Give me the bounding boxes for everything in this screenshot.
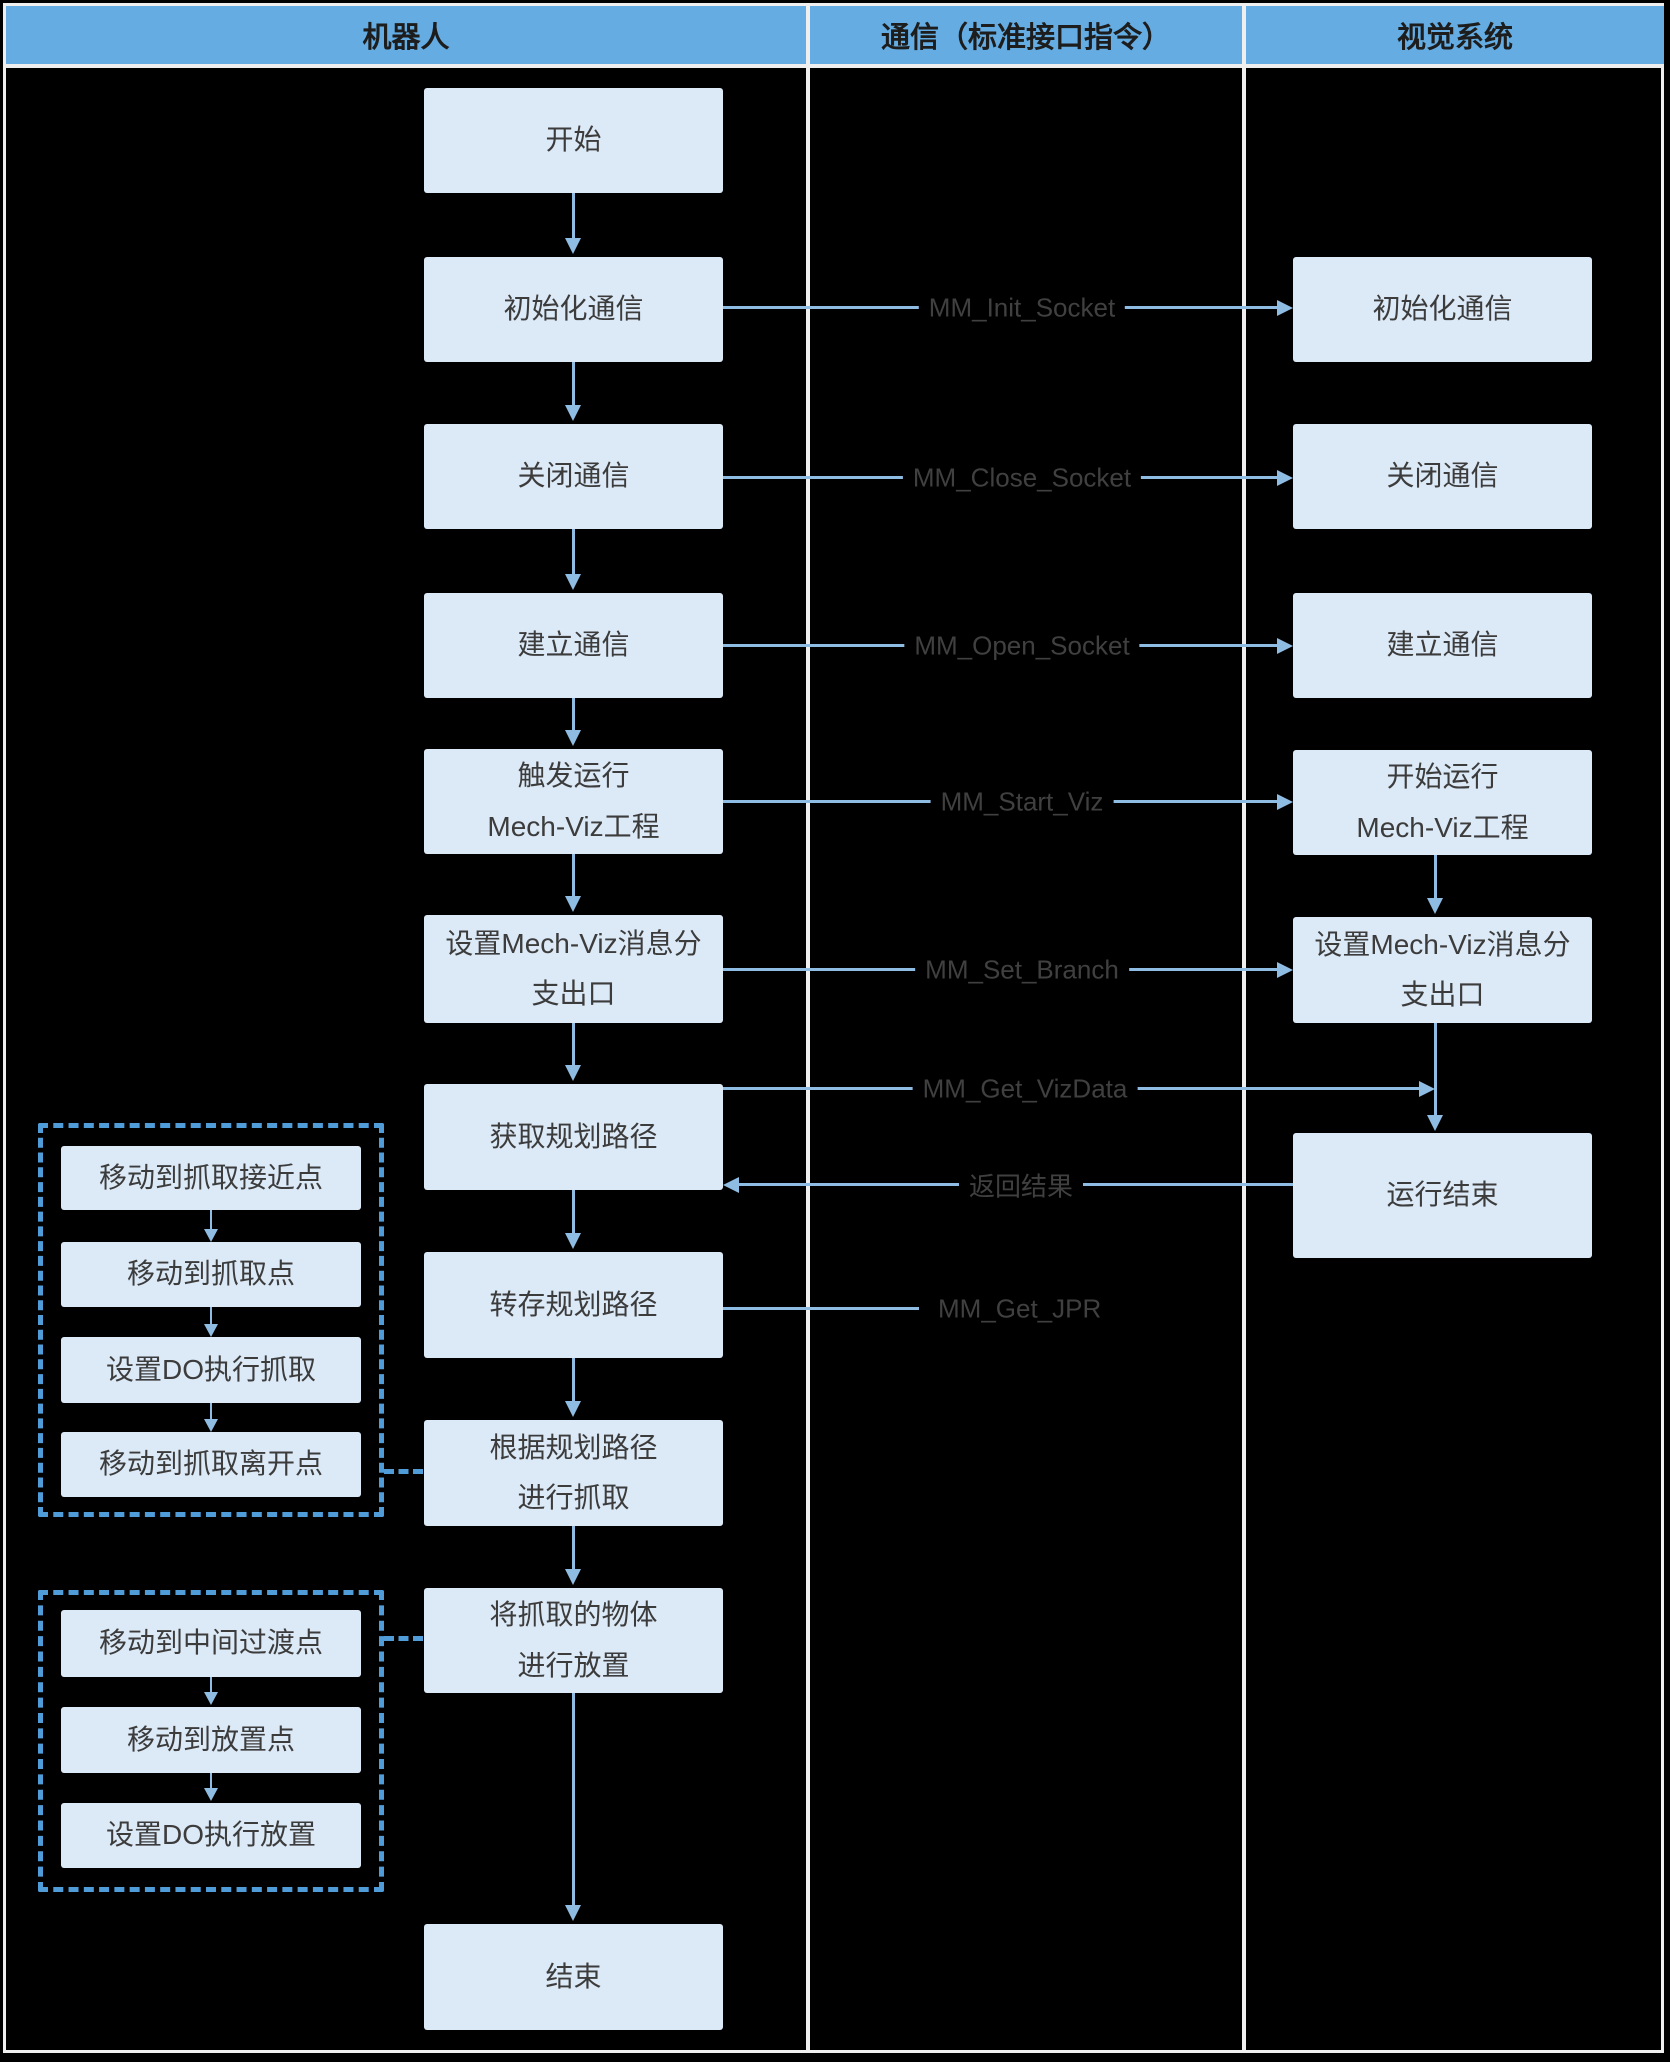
arrow-head-down [204, 1324, 218, 1337]
command-label-get-jpr: MM_Get_JPR [928, 1293, 1112, 1325]
command-label-return-result: 返回结果 [958, 1166, 1084, 1204]
node-vision-init-communication: 初始化通信 [1293, 257, 1592, 362]
node-move-to-pick-point: 移动到抓取点 [61, 1242, 361, 1307]
command-label-start-viz: MM_Start_Viz [930, 786, 1114, 818]
arrow-head-down [1427, 1115, 1443, 1131]
command-label-init-socket: MM_Init_Socket [918, 292, 1126, 324]
arrow-line [1434, 855, 1437, 898]
arrow-line [210, 1210, 212, 1229]
header-label-communication: 通信（标准接口指令） [880, 22, 1171, 54]
arrow-line [572, 1190, 575, 1233]
node-vision-set-branch: 设置Mech-Viz消息分 支出口 [1293, 917, 1592, 1023]
command-label-get-vizdata: MM_Get_VizData [912, 1073, 1138, 1105]
arrow-head-right [1277, 638, 1293, 654]
arrow-line [210, 1403, 212, 1419]
arrow-line [572, 1526, 575, 1569]
node-robot-get-planned-path: 获取规划路径 [424, 1084, 723, 1190]
arrow-line [572, 529, 575, 574]
node-robot-trigger-mechviz: 触发运行 Mech-Viz工程 [424, 749, 723, 854]
arrow-line [210, 1773, 212, 1788]
arrow-head-right [1277, 962, 1293, 978]
node-robot-close-communication: 关闭通信 [424, 424, 723, 529]
arrow-head-right [1419, 1081, 1435, 1097]
arrow-line [572, 1693, 575, 1905]
header-cell-communication: 通信（标准接口指令） [810, 6, 1242, 64]
arrow-head-down [565, 1401, 581, 1417]
arrow-head-down [204, 1229, 218, 1242]
arrow-head-down [204, 1692, 218, 1705]
command-label-set-branch: MM_Set_Branch [915, 954, 1129, 986]
arrow-line [572, 193, 575, 238]
arrow-line [572, 698, 575, 730]
header-underline [3, 64, 1664, 68]
arrow-head-down [565, 730, 581, 746]
arrow-head-right [1277, 300, 1293, 316]
arrow-line [572, 362, 575, 405]
arrow-line [210, 1307, 212, 1324]
arrow-head-down [565, 896, 581, 912]
outer-border [3, 3, 1664, 2053]
arrow-head-down [565, 405, 581, 421]
node-vision-close-communication: 关闭通信 [1293, 424, 1592, 529]
arrow-head-down [204, 1419, 218, 1432]
arrow-head-right [1277, 470, 1293, 486]
node-vision-open-communication: 建立通信 [1293, 593, 1592, 698]
header-label-vision: 视觉系统 [1396, 22, 1513, 54]
arrow-head-down [565, 238, 581, 254]
node-robot-set-branch: 设置Mech-Viz消息分 支出口 [424, 915, 723, 1023]
place-steps-group [38, 1590, 384, 1892]
pick-steps-group [38, 1123, 384, 1517]
command-label-open-socket: MM_Open_Socket [904, 630, 1140, 662]
node-robot-save-planned-path: 转存规划路径 [424, 1252, 723, 1358]
header-label-robot: 机器人 [362, 22, 450, 54]
node-robot-open-communication: 建立通信 [424, 593, 723, 698]
arrow-head-right [1277, 794, 1293, 810]
node-vision-run-finished: 运行结束 [1293, 1133, 1592, 1258]
command-label-close-socket: MM_Close_Socket [902, 462, 1142, 494]
arrow-head-left [723, 1177, 739, 1193]
arrow-head-down [204, 1788, 218, 1801]
node-robot-init-communication: 初始化通信 [424, 257, 723, 362]
header-cell-robot: 机器人 [6, 6, 806, 64]
node-set-do-pick: 设置DO执行抓取 [61, 1337, 361, 1403]
node-move-to-pick-departure: 移动到抓取离开点 [61, 1432, 361, 1497]
node-vision-start-mechviz: 开始运行 Mech-Viz工程 [1293, 750, 1592, 855]
arrow-head-down [565, 1065, 581, 1081]
node-move-to-intermediate-point: 移动到中间过渡点 [61, 1610, 361, 1677]
arrow-head-down [565, 574, 581, 590]
node-robot-place-object: 将抓取的物体 进行放置 [424, 1588, 723, 1693]
arrow-head-down [565, 1569, 581, 1585]
column-divider-1 [806, 6, 810, 2053]
arrow-head-down [565, 1233, 581, 1249]
node-robot-pick-by-path: 根据规划路径 进行抓取 [424, 1420, 723, 1526]
arrow-line [1434, 1023, 1437, 1115]
node-move-to-pick-approach: 移动到抓取接近点 [61, 1146, 361, 1210]
node-robot-end: 结束 [424, 1924, 723, 2030]
header-cell-vision: 视觉系统 [1246, 6, 1664, 64]
connector-line [723, 1307, 919, 1310]
arrow-line [572, 1358, 575, 1401]
arrow-head-down [1427, 898, 1443, 914]
node-move-to-place-point: 移动到放置点 [61, 1707, 361, 1773]
pick-group-connector [384, 1469, 423, 1474]
arrow-line [572, 1023, 575, 1065]
place-group-connector [384, 1636, 423, 1641]
column-divider-2 [1242, 6, 1246, 2053]
node-robot-start: 开始 [424, 88, 723, 193]
arrow-line [210, 1677, 212, 1692]
arrow-head-down [565, 1905, 581, 1921]
node-set-do-place: 设置DO执行放置 [61, 1803, 361, 1868]
arrow-line [572, 854, 575, 896]
